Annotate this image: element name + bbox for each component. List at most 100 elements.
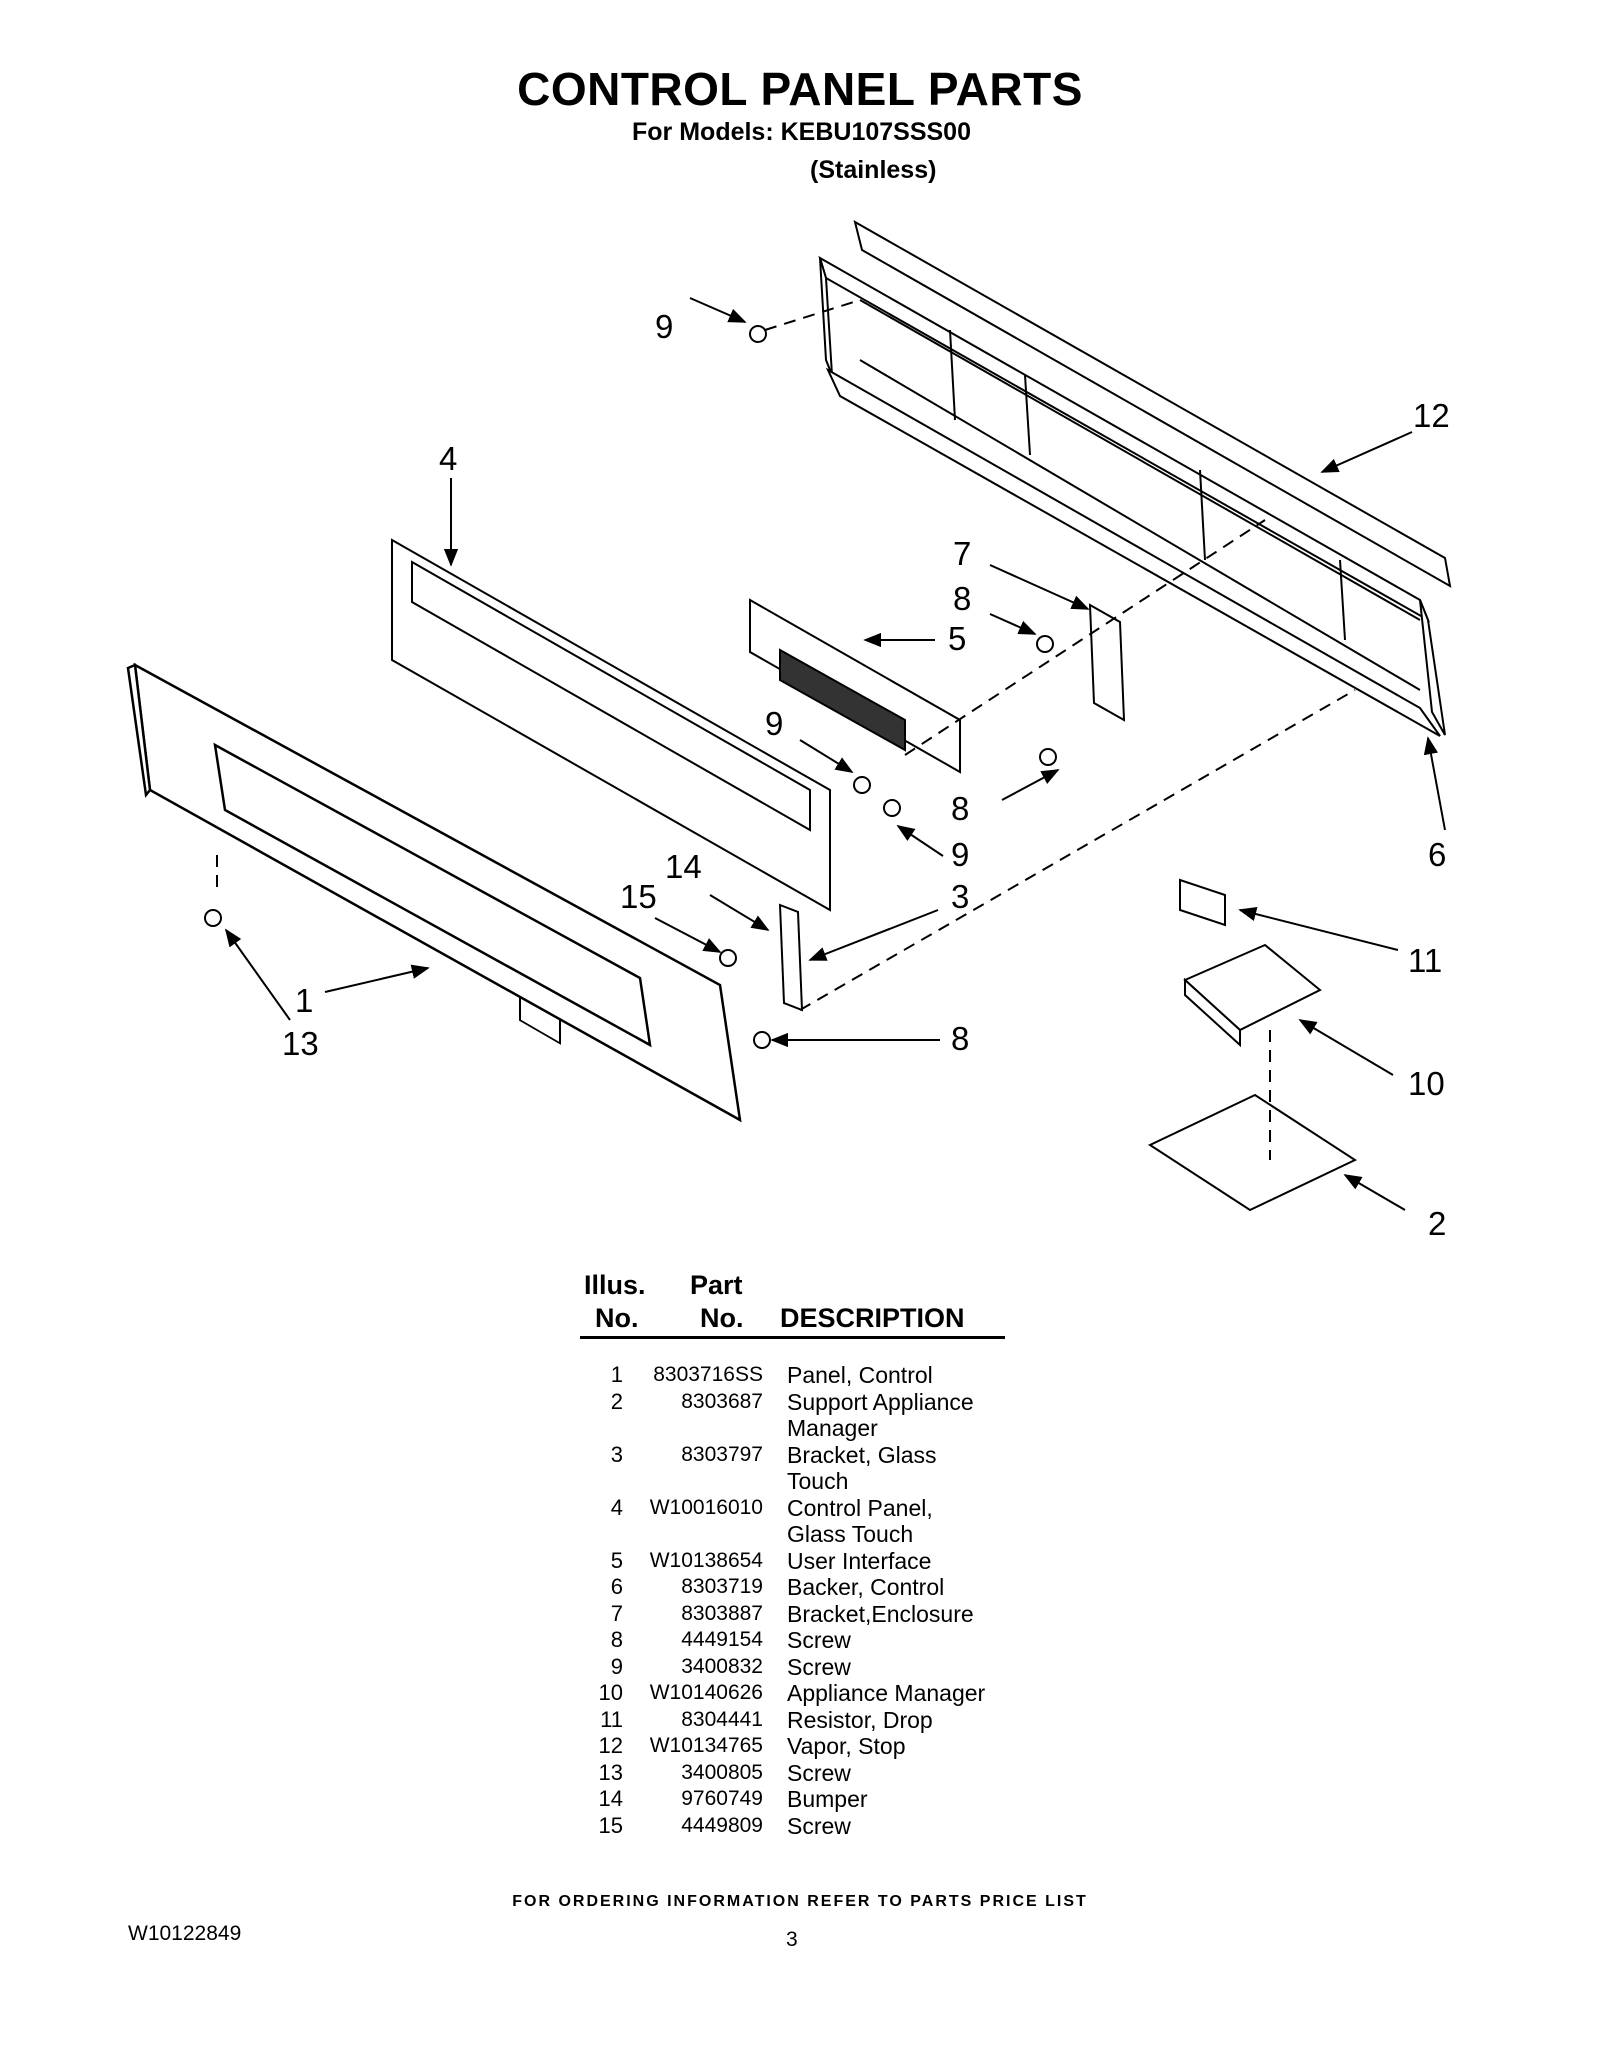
appliance-manager-part [1183, 943, 1322, 1048]
description-cell: Manager [787, 1415, 878, 1441]
callout-label: 9 [951, 836, 969, 873]
vapor-stop-part [818, 219, 1452, 737]
description-cell: Backer, Control [787, 1574, 945, 1600]
leader-arrows [224, 297, 1446, 1211]
description-cell: Control Panel, [787, 1494, 933, 1521]
callout-label: 1 [295, 982, 313, 1019]
description-header: DESCRIPTION [780, 1303, 965, 1333]
callout-label: 14 [665, 848, 702, 885]
table-row: 8 4449154 Screw [585, 1627, 1027, 1654]
part-number-cell: 8303887 [681, 1601, 763, 1625]
part-number-cell: 3400832 [681, 1654, 763, 1678]
control-panel-front-part [126, 662, 742, 1123]
document-number: W10122849 [128, 1922, 242, 1945]
bracket-enclosure-part [1088, 603, 1126, 722]
illus-number-cell: 4 [610, 1494, 623, 1520]
callout-label: 4 [439, 440, 457, 477]
part-number-cell: 9760749 [681, 1787, 763, 1810]
callout-label: 9 [765, 705, 783, 742]
page-title: CONTROL PANEL PARTS [517, 63, 1083, 115]
callout-label: 11 [1408, 942, 1442, 979]
illus-number-cell: 1 [610, 1362, 623, 1387]
finish-line: (Stainless) [810, 156, 937, 184]
part-number-cell: 8303719 [681, 1575, 763, 1598]
screw-9-low-icon [883, 799, 901, 817]
description-cell: User Interface [787, 1547, 932, 1574]
description-cell: Bumper [787, 1786, 868, 1812]
callout-label: 7 [953, 535, 971, 572]
bracket-glass-touch-part [778, 903, 804, 1012]
illus-number-cell [585, 1415, 623, 1442]
description-cell: Panel, Control [787, 1362, 933, 1388]
illus-header-line1: Illus. [584, 1270, 646, 1300]
screw-8-mid-icon [1039, 748, 1057, 766]
user-interface-part [749, 598, 961, 774]
header-rule [580, 1336, 1005, 1339]
description-cell: Bracket, Glass [787, 1441, 937, 1468]
illus-number-cell: 12 [598, 1733, 623, 1758]
part-number-cell [623, 1468, 773, 1495]
description-cell: Glass Touch [787, 1521, 914, 1547]
description-cell: Screw [787, 1627, 851, 1653]
screw-15-icon [719, 949, 737, 967]
callout-label: 8 [953, 580, 971, 617]
screw-9-mid-icon [853, 776, 871, 794]
description-cell: Screw [787, 1653, 851, 1680]
assembly-lines [216, 299, 1356, 1160]
illus-number-cell: 5 [610, 1547, 623, 1573]
illus-number-cell: 3 [610, 1441, 623, 1467]
description-cell: Bracket,Enclosure [787, 1600, 974, 1627]
illus-header-line2: No. [595, 1303, 639, 1333]
screw-8-low-icon [753, 1031, 771, 1049]
part-number-cell: 4449809 [681, 1813, 763, 1837]
table-row-continuation: Glass Touch [585, 1521, 1027, 1548]
resistor-part [1179, 878, 1226, 927]
part-number-cell: W10016010 [649, 1495, 763, 1519]
part-number-cell: W10140626 [649, 1681, 763, 1704]
callout-label: 8 [951, 1020, 969, 1057]
illus-number-cell: 13 [598, 1759, 623, 1785]
models-line: For Models: KEBU107SSS00 [632, 118, 971, 146]
table-row: 1 8303716SS Panel, Control [585, 1362, 1027, 1389]
callout-label: 9 [655, 308, 673, 345]
description-cell: Screw [787, 1759, 851, 1786]
illus-number-cell [585, 1468, 623, 1495]
illus-number-cell: 11 [600, 1706, 623, 1732]
screw-icons [204, 325, 1057, 1049]
page-number: 3 [786, 1928, 798, 1951]
description-cell: Support Appliance [787, 1388, 974, 1415]
callout-label: 5 [948, 620, 966, 657]
callout-label: 13 [282, 1025, 319, 1062]
part-number-cell: 8303797 [681, 1442, 763, 1466]
screw-9-top-icon [749, 325, 767, 343]
part-number-cell: 8303716SS [653, 1363, 763, 1386]
exploded-parts-diagram: 9 12 4 7 8 5 9 8 9 6 14 15 3 11 1 13 8 1… [126, 219, 1452, 1242]
screw-13-icon [204, 909, 222, 927]
screw-8-upper-icon [1036, 635, 1054, 653]
illus-number-cell: 14 [598, 1786, 623, 1811]
illus-number-cell: 8 [610, 1627, 623, 1652]
part-number-cell: 4449154 [681, 1628, 763, 1651]
illus-number-cell [585, 1521, 623, 1548]
part-number-cell [623, 1521, 773, 1548]
part-number-cell: W10138654 [649, 1548, 763, 1572]
description-cell: Touch [787, 1468, 849, 1494]
table-row-continuation: Manager [585, 1415, 1027, 1442]
table-row: 4 W10016010 Control Panel, [585, 1495, 1027, 1522]
part-number-cell: W10134765 [649, 1734, 763, 1757]
illus-number-cell: 6 [610, 1574, 623, 1599]
part-header-line1: Part [690, 1270, 743, 1300]
callout-label: 12 [1413, 397, 1450, 434]
callout-label: 15 [620, 878, 657, 915]
part-number-cell: 8303687 [681, 1389, 763, 1413]
table-row-continuation: Touch [585, 1468, 1027, 1495]
part-number-cell: 8304441 [681, 1707, 763, 1731]
